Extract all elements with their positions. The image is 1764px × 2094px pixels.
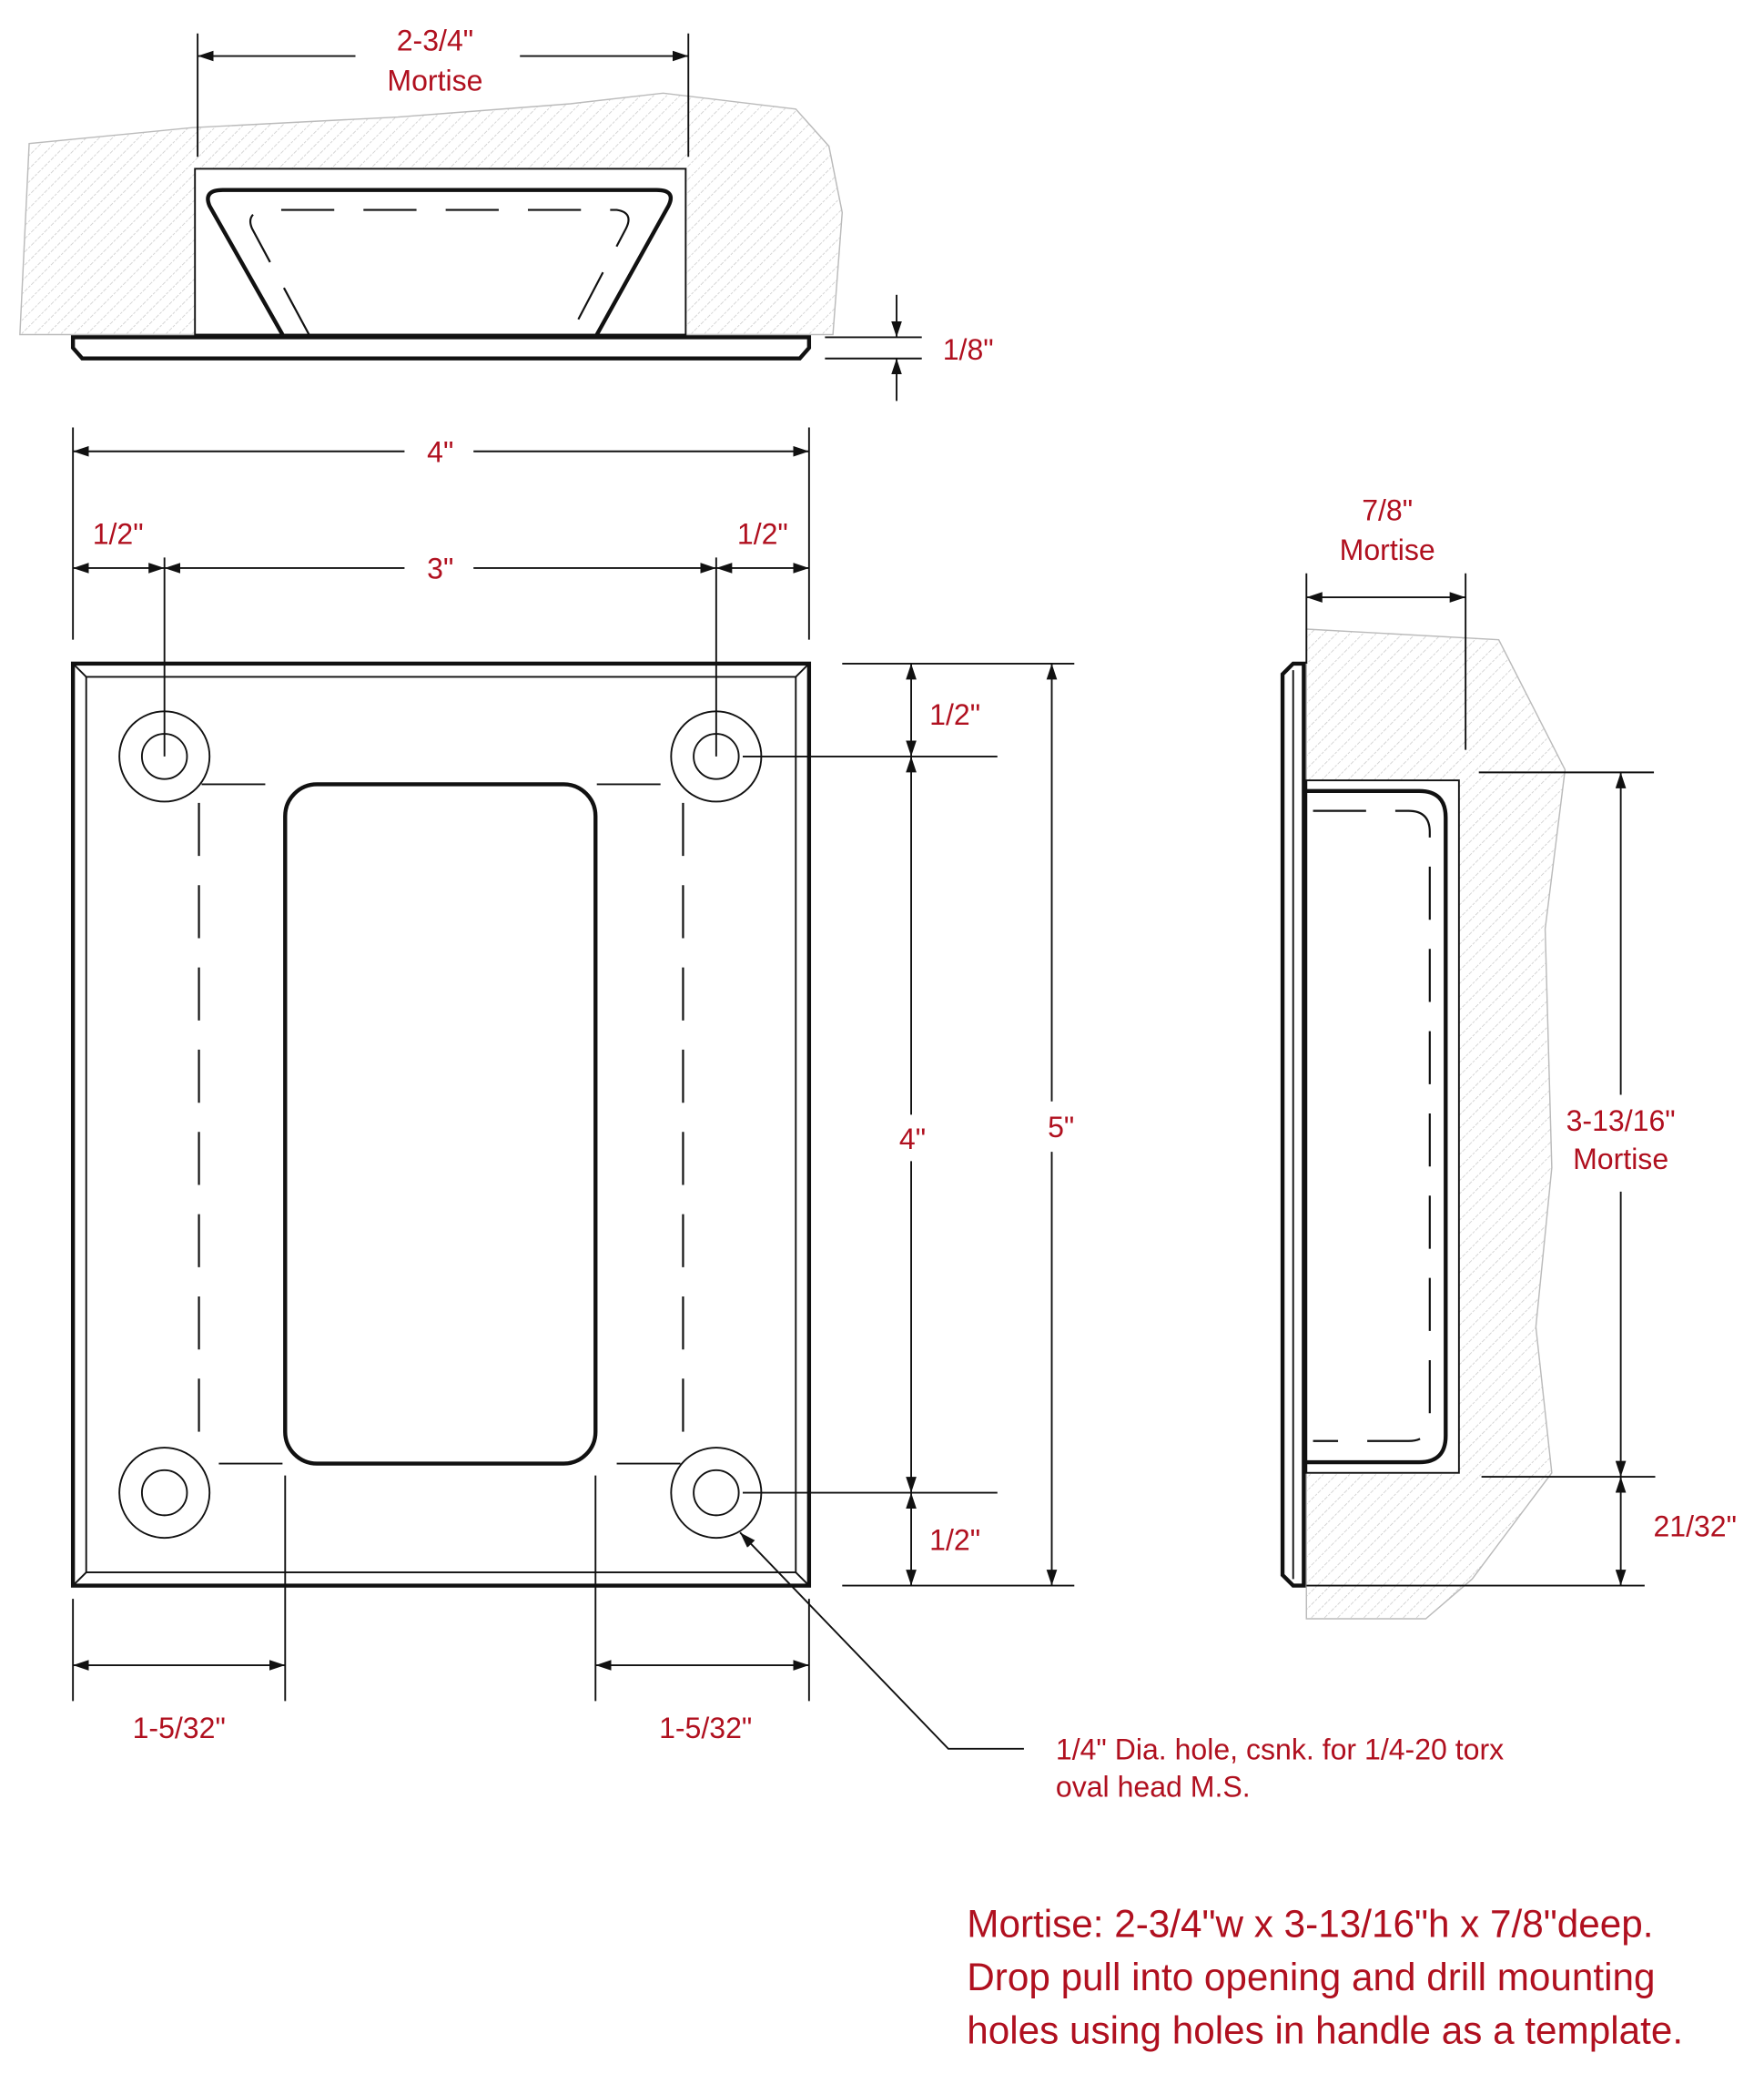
top-section-view: 2-3/4" Mortise 1/8" xyxy=(19,25,994,402)
plate-edge xyxy=(70,335,812,361)
note-line: holes using holes in handle as a templat… xyxy=(967,2008,1683,2051)
bottom-edge-label: 1/2" xyxy=(929,1523,980,1556)
depth-word: Mortise xyxy=(1340,534,1435,566)
pull-opening xyxy=(283,782,598,1466)
plate-outline xyxy=(70,661,812,1588)
height-label: 3-13/16" xyxy=(1566,1104,1676,1137)
front-view: 4" 3" 1/2" 1/2" xyxy=(70,427,1504,1803)
plate-bevel xyxy=(85,676,797,1573)
bottom-right-label: 1-5/32" xyxy=(659,1712,752,1744)
edge-left-label: 1/2" xyxy=(93,518,144,551)
hole-spacing-label: 3" xyxy=(427,553,453,585)
mortise-width-label: 2-3/4" xyxy=(397,25,473,57)
installation-notes: Mortise: 2-3/4"w x 3-13/16"h x 7/8"deep.… xyxy=(967,1903,1683,2052)
hidden-cup-outline xyxy=(198,783,684,1465)
hole-note-line2: oval head M.S. xyxy=(1056,1770,1251,1803)
mounting-holes xyxy=(118,710,763,1540)
top-edge-label: 1/2" xyxy=(929,698,980,731)
side-section-view: 7/8" Mortise 3-13/16" Mortise 21/32" xyxy=(1280,494,1737,1620)
pull-side-profile xyxy=(1306,788,1448,1465)
bottom-left-label: 1-5/32" xyxy=(133,1712,226,1744)
plate-side xyxy=(1280,661,1306,1588)
hole-leader-line xyxy=(739,1531,1024,1750)
mortise-cavity xyxy=(1305,779,1460,1474)
pull-inner-hidden xyxy=(248,208,630,336)
mortise-word: Mortise xyxy=(387,64,482,97)
edge-right-label: 1/2" xyxy=(737,518,788,551)
bottom-offset-label: 21/32" xyxy=(1653,1510,1737,1543)
hole-bottom-left xyxy=(118,1447,211,1540)
pull-profile xyxy=(206,188,674,336)
overall-width-label: 4" xyxy=(427,435,453,468)
note-line: Drop pull into opening and drill mountin… xyxy=(967,1956,1655,1998)
overall-height-label: 5" xyxy=(1048,1111,1074,1144)
height-word: Mortise xyxy=(1573,1143,1668,1175)
hole-top-left xyxy=(118,710,211,803)
pull-inner-hidden xyxy=(1313,809,1431,1442)
note-line: Mortise: 2-3/4"w x 3-13/16"h x 7/8"deep. xyxy=(967,1903,1653,1946)
mortise-cavity xyxy=(194,168,687,336)
depth-label: 7/8" xyxy=(1362,494,1413,527)
plate-thickness-label: 1/8" xyxy=(943,333,994,366)
hole-vertical-spacing-label: 4" xyxy=(899,1123,926,1155)
hole-note-line1: 1/4" Dia. hole, csnk. for 1/4-20 torx xyxy=(1056,1733,1504,1765)
